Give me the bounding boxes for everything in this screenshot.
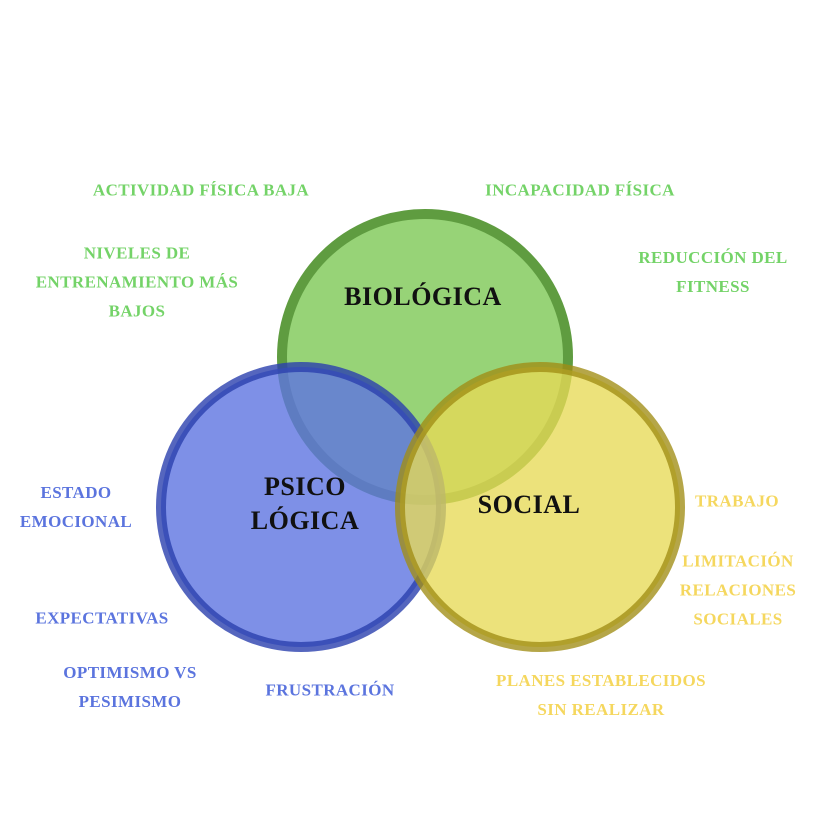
label-trabajo: TRABAJO bbox=[694, 491, 780, 511]
label-frustracion: FRUSTRACIÓN bbox=[265, 680, 395, 700]
social-title: SOCIAL bbox=[477, 490, 581, 519]
label-estado-emocional: ESTADO EMOCIONAL bbox=[19, 483, 133, 531]
label-reduccion-fitness: REDUCCIÓN DEL FITNESS bbox=[638, 248, 788, 296]
social-circle bbox=[395, 362, 685, 652]
label-incapacidad-fisica: INCAPACIDAD FÍSICA bbox=[485, 180, 675, 200]
label-optimismo-vs-pesimismo: OPTIMISMO VS PESIMISMO bbox=[63, 663, 197, 711]
label-limitacion-relaciones: LIMITACIÓN RELACIONES SOCIALES bbox=[679, 551, 797, 629]
label-planes-establecidos: PLANES ESTABLECIDOS SIN REALIZAR bbox=[496, 671, 706, 719]
biologica-title: BIOLÓGICA bbox=[344, 282, 502, 311]
label-actividad-fisica-baja: ACTIVIDAD FÍSICA BAJA bbox=[92, 180, 310, 200]
label-expectativas: EXPECTATIVAS bbox=[35, 608, 169, 628]
psicologica-title: PSICO LÓGICA bbox=[250, 472, 360, 535]
label-niveles-entrenamiento: NIVELES DE ENTRENAMIENTO MÁS BAJOS bbox=[35, 243, 239, 321]
